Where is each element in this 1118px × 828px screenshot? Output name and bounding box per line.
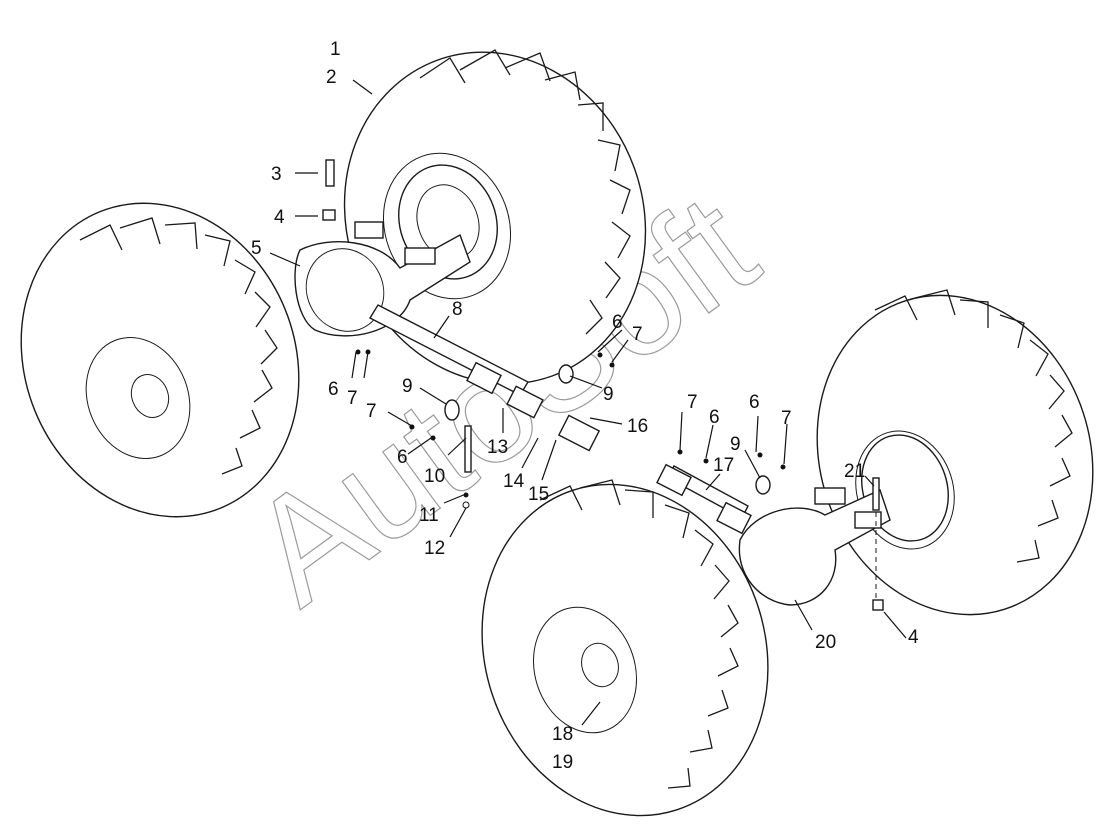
callout-19: 19: [552, 752, 573, 773]
callout-7c: 7: [366, 401, 377, 422]
callout-6c: 6: [397, 447, 408, 468]
callout-6a: 6: [328, 379, 339, 400]
callout-9c: 9: [730, 434, 741, 455]
callout-16: 16: [627, 416, 648, 437]
drive-shaft-rear: [656, 463, 752, 535]
callout-4a: 4: [274, 207, 285, 228]
callout-2: 2: [326, 67, 337, 88]
callout-9a: 9: [402, 376, 413, 397]
callout-7a: 7: [347, 388, 358, 409]
callout-6d: 6: [709, 407, 720, 428]
drive-shaft-front: [369, 304, 601, 452]
callout-6e: 6: [749, 392, 760, 413]
callout-7d: 7: [687, 392, 698, 413]
callout-5: 5: [251, 238, 262, 259]
callout-15: 15: [528, 484, 549, 505]
callout-4b: 4: [908, 627, 919, 648]
rear-axle: [738, 487, 891, 606]
callout-7b: 7: [632, 324, 643, 345]
callout-labels: 1 2 3 4 5 8 6 7 6 7 9 9 7 16 13 6 10 14 …: [251, 39, 919, 773]
callout-20: 20: [815, 632, 836, 653]
callout-17: 17: [713, 455, 734, 476]
callout-10: 10: [424, 466, 445, 487]
callout-3: 3: [271, 164, 282, 185]
callout-12: 12: [424, 538, 445, 559]
callout-9b: 9: [603, 384, 614, 405]
leader-lines: [269, 79, 907, 726]
callout-6b: 6: [612, 312, 623, 333]
callout-8: 8: [452, 299, 463, 320]
callout-1: 1: [330, 39, 341, 60]
tire-bottom: [481, 479, 769, 817]
tire-left: [20, 202, 300, 518]
tire-right: [816, 289, 1094, 616]
callout-14: 14: [503, 471, 525, 492]
hardware: [322, 159, 884, 611]
callout-7e: 7: [781, 408, 792, 429]
callout-21: 21: [844, 461, 865, 482]
front-axle: [294, 221, 471, 337]
callout-13: 13: [487, 437, 508, 458]
callout-18: 18: [552, 724, 573, 745]
callout-11: 11: [419, 505, 439, 526]
